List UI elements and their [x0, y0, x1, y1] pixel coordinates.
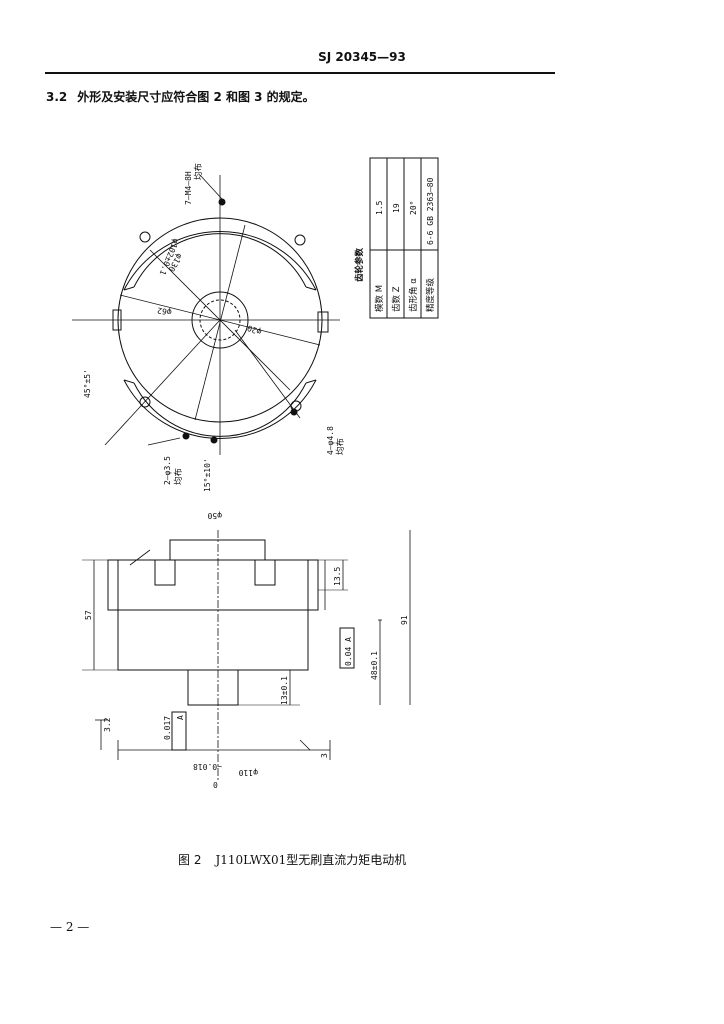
- clause-text: 外形及安装尺寸应符合图 2 和图 3 的规定。: [77, 90, 315, 104]
- label-holes-left-note: 均布: [173, 468, 184, 485]
- gear-row-value-1: 1.5: [375, 200, 384, 215]
- label-phi-bore: φ62: [156, 305, 172, 316]
- label-phi-base: φ110: [239, 768, 258, 777]
- figure-label: 图 2: [178, 853, 202, 867]
- page-number: — 2 —: [50, 920, 90, 934]
- gear-row-value-4: 6-6 GB 2363—80: [426, 177, 435, 245]
- motor-name: 型无刷直流力矩电动机: [286, 853, 407, 867]
- label-tol-017: 0.017: [163, 716, 172, 740]
- label-dim-48: 48±0.1: [370, 651, 379, 680]
- label-holes-right-note: 均布: [335, 438, 346, 455]
- label-datum-a: A: [176, 715, 185, 720]
- label-surface: 3.2: [103, 717, 112, 732]
- gear-table-title: 齿轮参数: [354, 247, 365, 282]
- motor-model: J110LWX01: [215, 853, 287, 867]
- plan-tab-right: [317, 311, 329, 333]
- label-dim-3: 3: [320, 753, 329, 758]
- label-holes-right: 4—φ4.8: [326, 426, 335, 455]
- gear-row-value-2: 19: [392, 203, 401, 213]
- tolerance-box-0-04: [339, 627, 355, 669]
- label-dim-57: 57: [84, 610, 93, 620]
- label-angle-15: 15°±10': [203, 458, 212, 492]
- label-phi-hub: φ20: [246, 323, 263, 336]
- gear-row-label-3: 齿形角 α: [408, 278, 419, 312]
- label-tol-box: 0.04 A: [344, 637, 353, 666]
- label-dim-91: 91: [400, 615, 409, 625]
- gear-row-label-1: 模数 M: [374, 285, 385, 312]
- clause-number: 3.2: [46, 90, 68, 104]
- label-angle-45: 45°±5': [83, 369, 92, 398]
- label-phi-base-tol: −0.018: [193, 762, 222, 771]
- header-rule: [45, 72, 555, 74]
- flange-body: [107, 559, 319, 611]
- label-holes-top-note: 均布: [193, 163, 204, 180]
- figure-caption: 图 2 J110LWX01型无刷直流力矩电动机: [178, 851, 406, 868]
- label-phi-top: φ50: [207, 511, 222, 520]
- tolerance-box-0-017: [171, 711, 187, 751]
- base-boss: [187, 669, 239, 706]
- motor-body: [117, 609, 309, 671]
- label-dim-13-5: 13.5: [333, 567, 342, 586]
- label-dim-0: 0: [213, 781, 218, 790]
- gear-row-label-4: 精度等级: [425, 277, 436, 312]
- label-dim-13: 13±0.1: [280, 676, 289, 705]
- standard-number: SJ 20345—93: [318, 50, 406, 64]
- gear-row-label-2: 齿数 Z: [391, 286, 402, 312]
- label-holes-top: 7—M4—8H: [184, 171, 193, 205]
- clause-3-2: 3.2 外形及安装尺寸应符合图 2 和图 3 的规定。: [46, 88, 315, 105]
- gear-row-value-3: 20°: [409, 201, 418, 215]
- label-holes-left: 2—φ3.5: [163, 456, 172, 485]
